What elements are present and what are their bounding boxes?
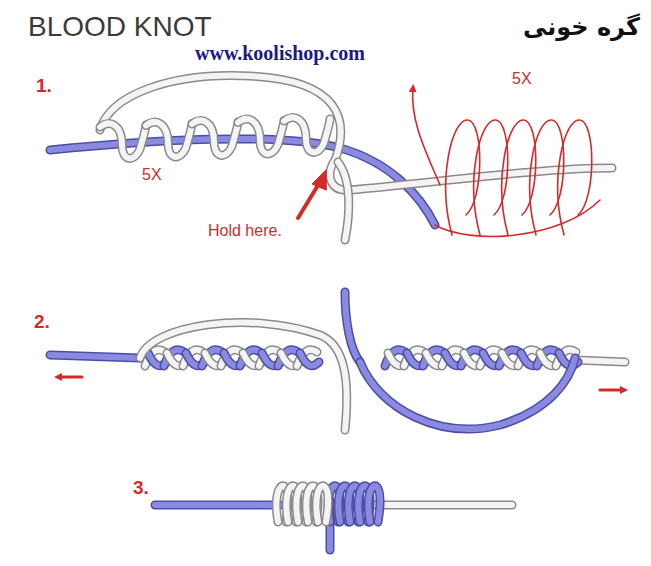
wrap-count: 5X	[142, 166, 162, 184]
rope-stroke	[192, 121, 238, 156]
rope-stroke	[100, 124, 146, 159]
rope-stroke	[300, 353, 319, 366]
website-watermark: www.koolishop.com	[195, 42, 365, 64]
rope-stroke	[238, 119, 284, 154]
rope-stroke	[238, 119, 284, 154]
rope-stroke	[316, 486, 328, 522]
rope-stroke	[284, 118, 330, 153]
persian-title: گره خونی	[523, 14, 640, 40]
rope-stroke	[558, 120, 592, 235]
rope-stroke	[146, 122, 192, 157]
rope-stroke	[368, 486, 380, 522]
rope-stroke	[192, 121, 238, 156]
rope-stroke	[368, 486, 380, 522]
wrap-count: 5X	[512, 70, 532, 88]
step-number: 1.	[36, 76, 52, 97]
rope-stroke	[300, 353, 319, 366]
step-number: 3.	[133, 478, 149, 499]
rope-stroke	[316, 486, 328, 522]
rope-stroke	[146, 122, 192, 157]
rope-stroke	[284, 118, 330, 153]
diagram-title: BLOOD KNOT	[28, 12, 212, 43]
rope-stroke	[100, 124, 146, 159]
hold-note: Hold here.	[208, 222, 282, 240]
step-number: 2.	[34, 312, 50, 333]
